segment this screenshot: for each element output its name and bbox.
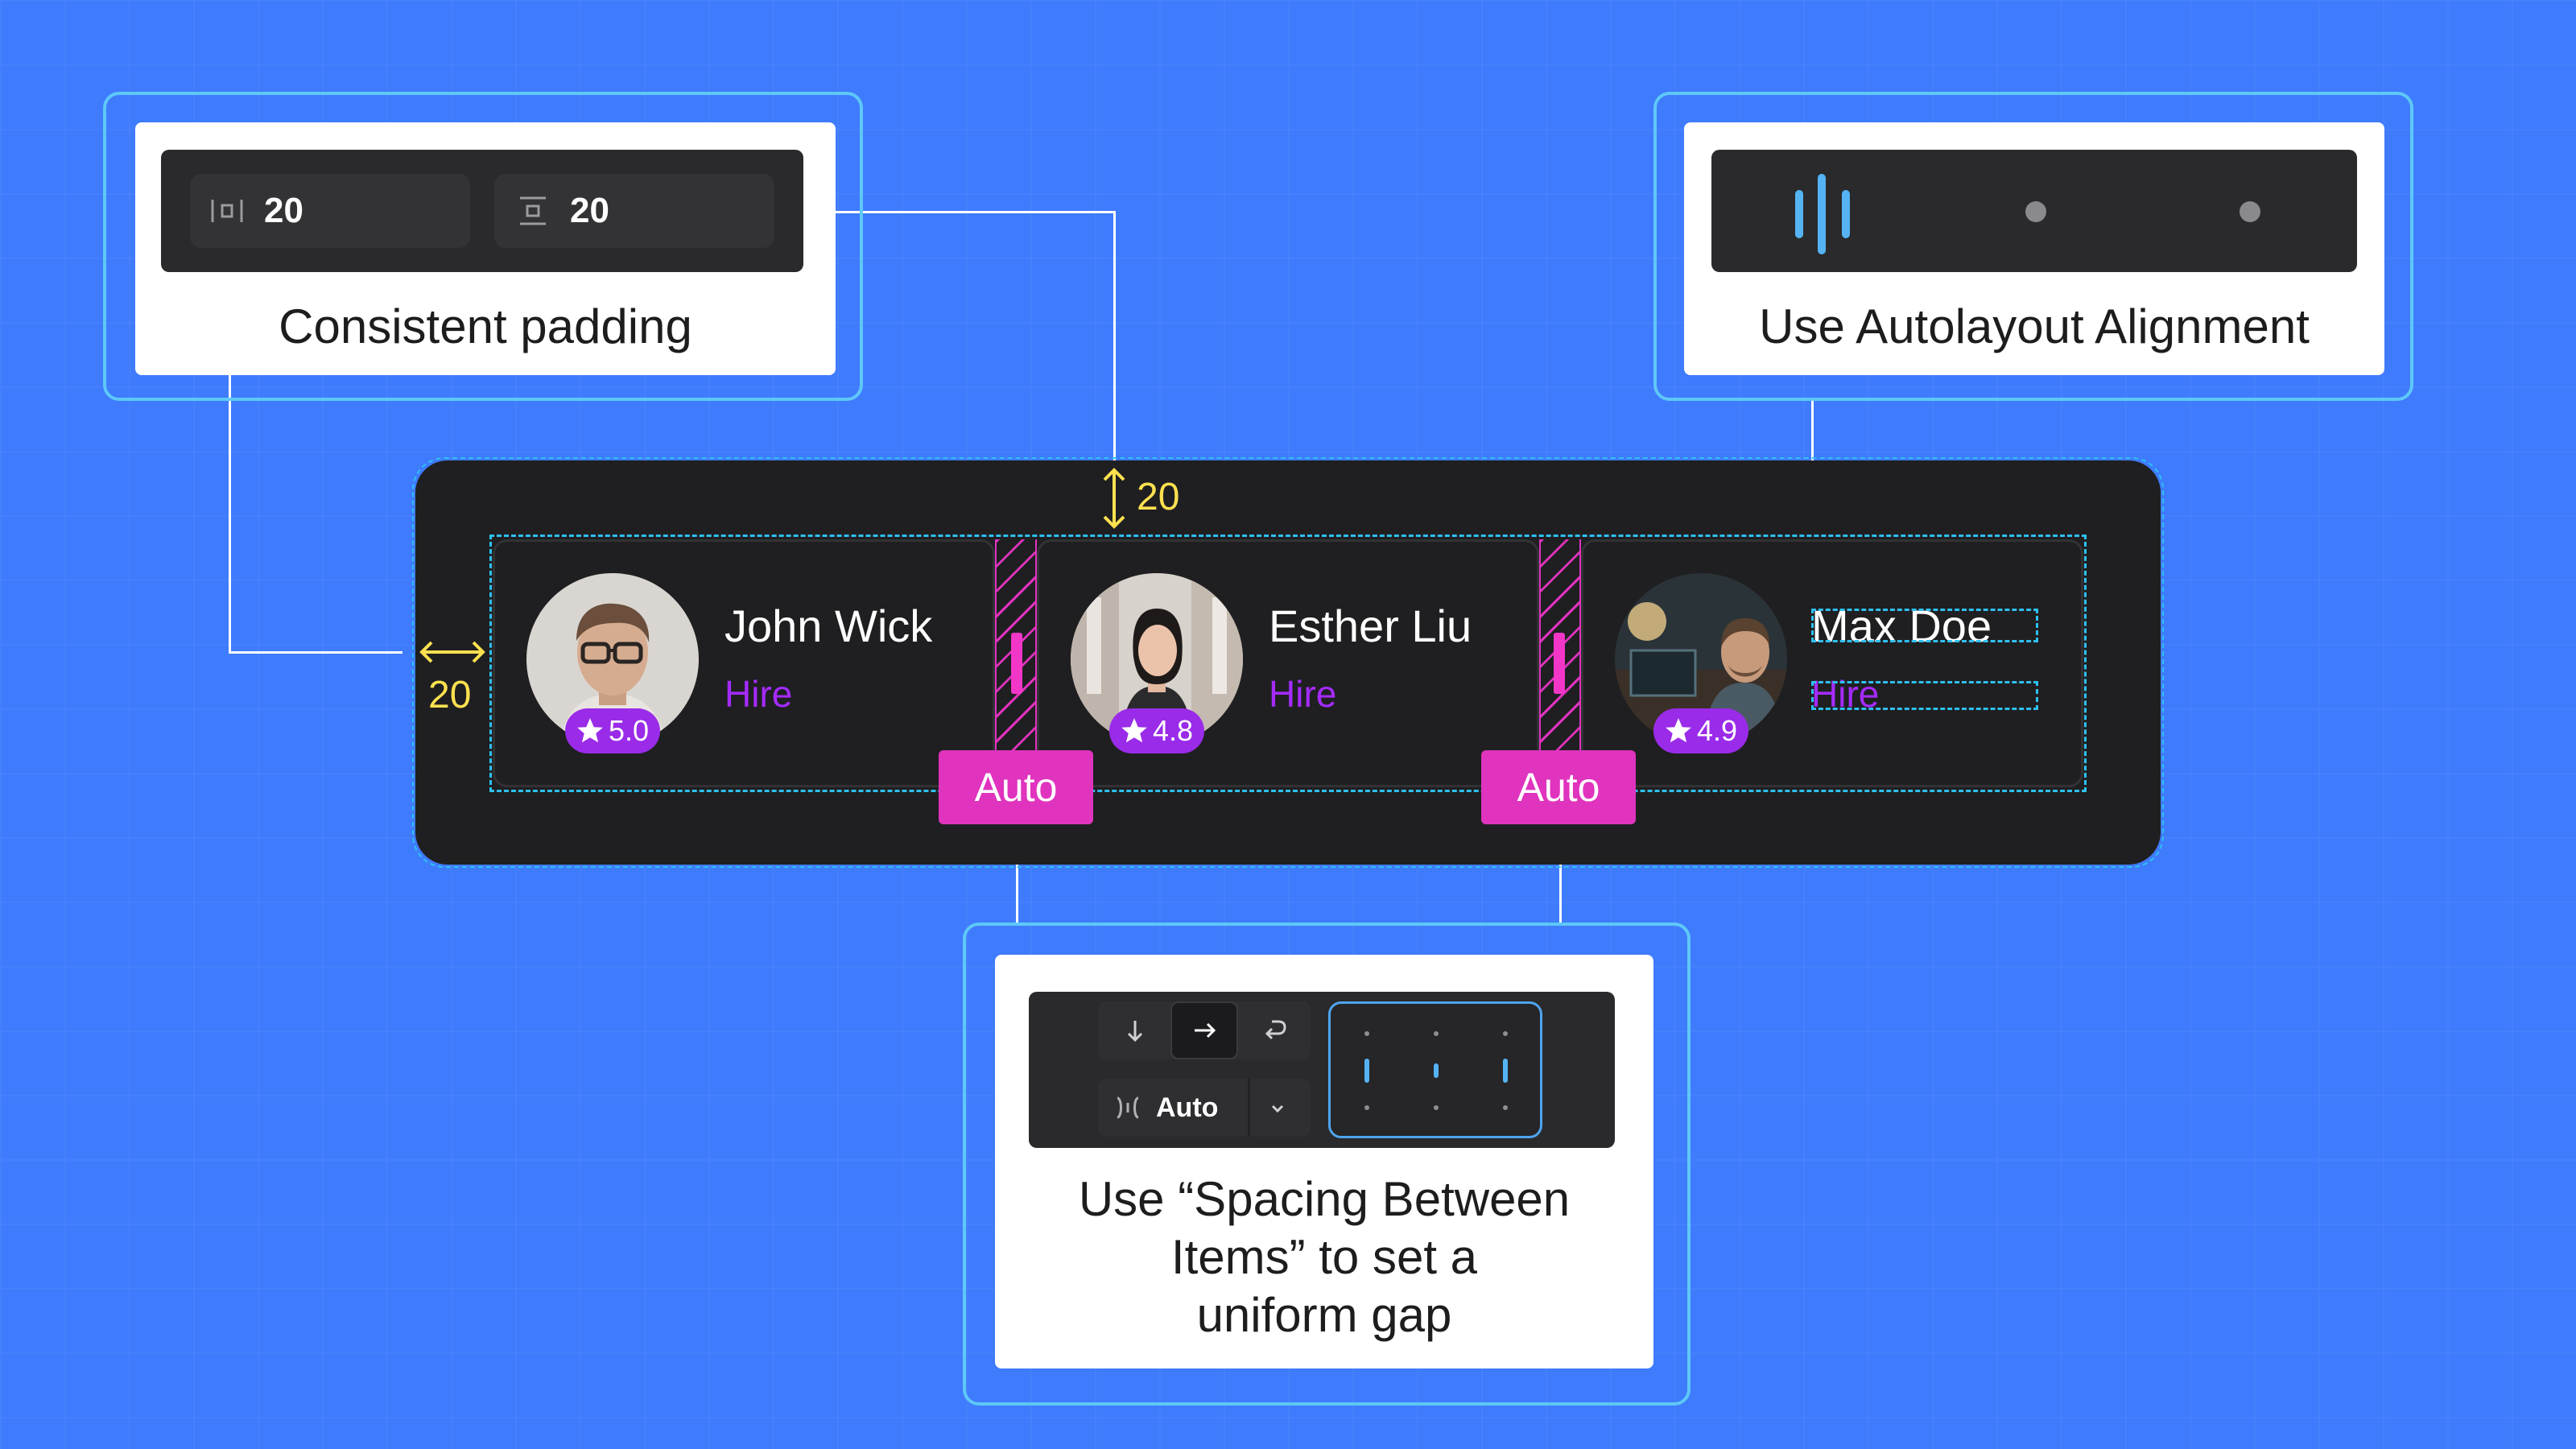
padding-callout-card: 20 20 Consistent padding — [135, 122, 836, 375]
wrap-icon — [1265, 1020, 1286, 1040]
connector-gap-1 — [1016, 824, 1018, 923]
hire-selection-outline — [1811, 681, 2038, 710]
gap-marker — [1554, 633, 1565, 694]
padding-panel: 20 20 — [161, 150, 803, 272]
profile-card-john[interactable] — [493, 539, 995, 787]
star-icon — [1121, 718, 1147, 743]
connector-gap-2 — [1559, 824, 1562, 923]
rating-value: 5.0 — [609, 714, 650, 747]
top-padding-label: 20 — [1137, 476, 1180, 518]
vertical-measure-arrow-icon — [1103, 468, 1125, 529]
connector-padding-top-horizontal — [644, 211, 1116, 213]
rating-badge: 4.8 — [1109, 708, 1205, 753]
alignment-dot-right[interactable] — [2240, 201, 2260, 222]
vertical-padding-field[interactable]: 20 — [494, 174, 774, 248]
spacing-callout — [963, 923, 1690, 1406]
rating-value: 4.8 — [1153, 714, 1194, 747]
hire-link[interactable]: Hire — [724, 673, 793, 715]
gap-auto-label: Auto — [939, 750, 1093, 824]
horizontal-measure-arrow-icon — [419, 641, 485, 663]
person-name: Esther Liu — [1269, 601, 1472, 651]
vertical-padding-icon — [520, 196, 546, 225]
component-selection-outline — [412, 457, 2164, 868]
vertical-padding-value: 20 — [570, 191, 609, 230]
grid-dot — [1434, 1031, 1439, 1036]
person-name: John Wick — [724, 601, 933, 651]
hire-link[interactable]: Hire — [1269, 673, 1337, 715]
rating-value: 4.9 — [1697, 714, 1738, 747]
connector-padding-left-horizontal — [229, 651, 402, 654]
grid-bar-left — [1364, 1059, 1369, 1083]
alignment-grid[interactable] — [1328, 1001, 1542, 1138]
arrow-down-icon — [1127, 1021, 1143, 1042]
rating-badge: 4.9 — [1653, 708, 1749, 753]
horizontal-padding-icon — [211, 200, 243, 222]
alignment-dot-center[interactable] — [2025, 201, 2046, 222]
padding-callout — [103, 92, 863, 401]
grid-dot — [1503, 1105, 1508, 1110]
direction-vertical-button[interactable] — [1101, 1001, 1169, 1059]
padding-caption: Consistent padding — [279, 299, 692, 353]
alignment-callout — [1653, 92, 2413, 401]
alignment-caption: Use Autolayout Alignment — [1759, 299, 2310, 353]
profile-card-esther[interactable] — [1037, 539, 1539, 787]
direction-horizontal-button[interactable] — [1170, 1001, 1238, 1059]
gap-auto-label: Auto — [1481, 750, 1636, 824]
spacing-caption-line1: Use “Spacing Between — [1078, 1172, 1571, 1226]
connector-padding-top-vertical — [1113, 211, 1116, 460]
gap-marker — [1011, 633, 1022, 694]
profile-card-max[interactable] — [1581, 539, 2083, 787]
grid-dot — [1364, 1031, 1369, 1036]
name-selection-outline — [1811, 609, 2038, 642]
content-area-outline — [489, 535, 2087, 792]
connector-padding-left-vertical — [229, 243, 231, 654]
chevron-down-icon[interactable] — [1267, 1098, 1288, 1119]
alignment-callout-card: Use Autolayout Alignment — [1684, 122, 2384, 375]
left-padding-label: 20 — [428, 674, 472, 716]
direction-wrap-button[interactable] — [1240, 1001, 1307, 1059]
spacing-value: Auto — [1156, 1092, 1219, 1123]
alignment-panel — [1711, 150, 2357, 272]
grid-bar-right — [1503, 1059, 1508, 1083]
spacing-caption-line2: Items” to set a — [1170, 1230, 1478, 1284]
horizontal-padding-value: 20 — [264, 191, 303, 230]
grid-dot — [1434, 1105, 1439, 1110]
cards-row-component — [415, 460, 2161, 865]
direction-segmented-control — [1098, 1001, 1311, 1059]
align-left-bars-icon[interactable] — [1792, 171, 1864, 254]
avatar — [1071, 573, 1243, 745]
avatar — [1615, 573, 1787, 745]
rating-badge: 5.0 — [565, 708, 661, 753]
grid-dot — [1364, 1105, 1369, 1110]
star-icon — [577, 718, 603, 743]
spacing-caption-line3: uniform gap — [1196, 1288, 1452, 1342]
arrow-right-icon — [1195, 1022, 1216, 1038]
horizontal-padding-field[interactable]: 20 — [190, 174, 470, 248]
dropdown-divider — [1248, 1079, 1250, 1137]
grid-bar-center — [1434, 1063, 1439, 1078]
spacing-between-icon — [1117, 1096, 1139, 1119]
spacing-value-dropdown[interactable]: Auto — [1098, 1079, 1311, 1137]
grid-dot — [1503, 1031, 1508, 1036]
star-icon — [1666, 718, 1691, 743]
